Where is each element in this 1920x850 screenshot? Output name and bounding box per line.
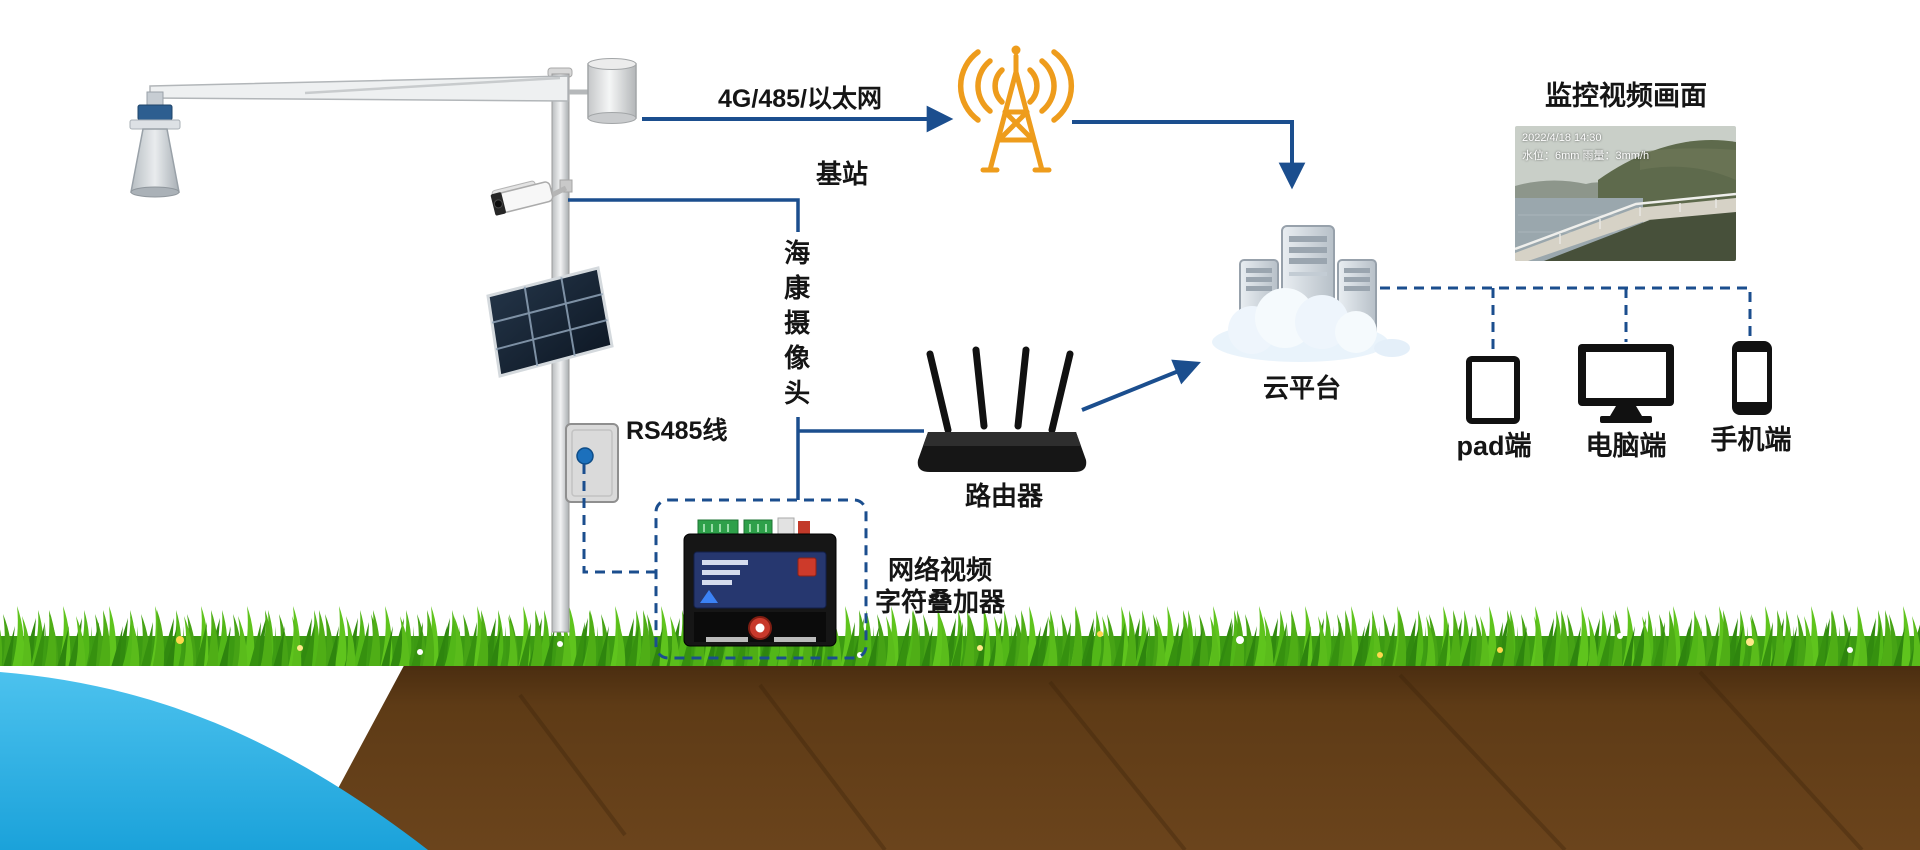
label-network-link: 4G/485/以太网 bbox=[718, 85, 882, 113]
overlay-device-icon bbox=[683, 517, 837, 647]
signal-waves-icon bbox=[957, 49, 1075, 123]
arrow-router-to-cloud bbox=[1081, 359, 1201, 412]
radar-level-sensor-icon bbox=[129, 91, 181, 198]
pole-arm bbox=[149, 75, 569, 102]
water bbox=[0, 672, 428, 850]
connectors bbox=[568, 105, 1752, 660]
grass-strip bbox=[0, 598, 1920, 666]
ground bbox=[0, 598, 1920, 850]
label-base-station: 基站 bbox=[815, 159, 869, 189]
label-hikvision-camera: 海康摄像头 bbox=[780, 236, 811, 417]
router-icon bbox=[917, 346, 1087, 472]
control-box-icon bbox=[565, 423, 619, 503]
video-frame bbox=[1515, 126, 1736, 261]
cloud-platform-icon bbox=[1212, 225, 1410, 362]
pc-icon bbox=[1578, 344, 1674, 423]
label-overlay-device-line2: 字符叠加器 bbox=[874, 587, 1006, 617]
line-camera-to-overlay bbox=[568, 198, 924, 500]
soil bbox=[305, 658, 1920, 850]
dashed-overlay-box bbox=[654, 498, 868, 660]
dashed-rs485-line bbox=[582, 464, 656, 574]
video-overlay-timestamp: 2022/4/18 14:30 bbox=[1522, 132, 1602, 144]
label-pad: pad端 bbox=[1456, 431, 1532, 461]
dashed-cloud-to-clients bbox=[1380, 286, 1752, 350]
video-overlay-readings: 水位：6mm 雨量：3mm/h bbox=[1522, 150, 1650, 162]
soil-texture bbox=[518, 670, 1864, 850]
arm-strut bbox=[304, 76, 561, 95]
phone-icon bbox=[1732, 341, 1772, 415]
label-rs485: RS485线 bbox=[626, 417, 728, 445]
label-cloud-platform: 云平台 bbox=[1262, 373, 1342, 403]
solar-panel-icon bbox=[486, 266, 614, 378]
label-pc: 电脑端 bbox=[1585, 431, 1667, 461]
label-phone: 手机端 bbox=[1710, 425, 1792, 455]
cloud-icon bbox=[1212, 288, 1410, 362]
label-router: 路由器 bbox=[964, 481, 1044, 511]
base-station-tower-icon bbox=[957, 45, 1075, 173]
label-overlay-device-line1: 网络视频 bbox=[887, 555, 993, 585]
cctv-camera-icon bbox=[490, 179, 573, 216]
arrow-tower-to-cloud bbox=[1072, 120, 1306, 190]
rain-gauge-icon bbox=[569, 58, 637, 124]
monitoring-pole bbox=[129, 58, 637, 633]
cable-gland-dot bbox=[576, 447, 594, 465]
pad-icon bbox=[1466, 356, 1520, 424]
label-video-title: 监控视频画面 bbox=[1545, 81, 1707, 111]
